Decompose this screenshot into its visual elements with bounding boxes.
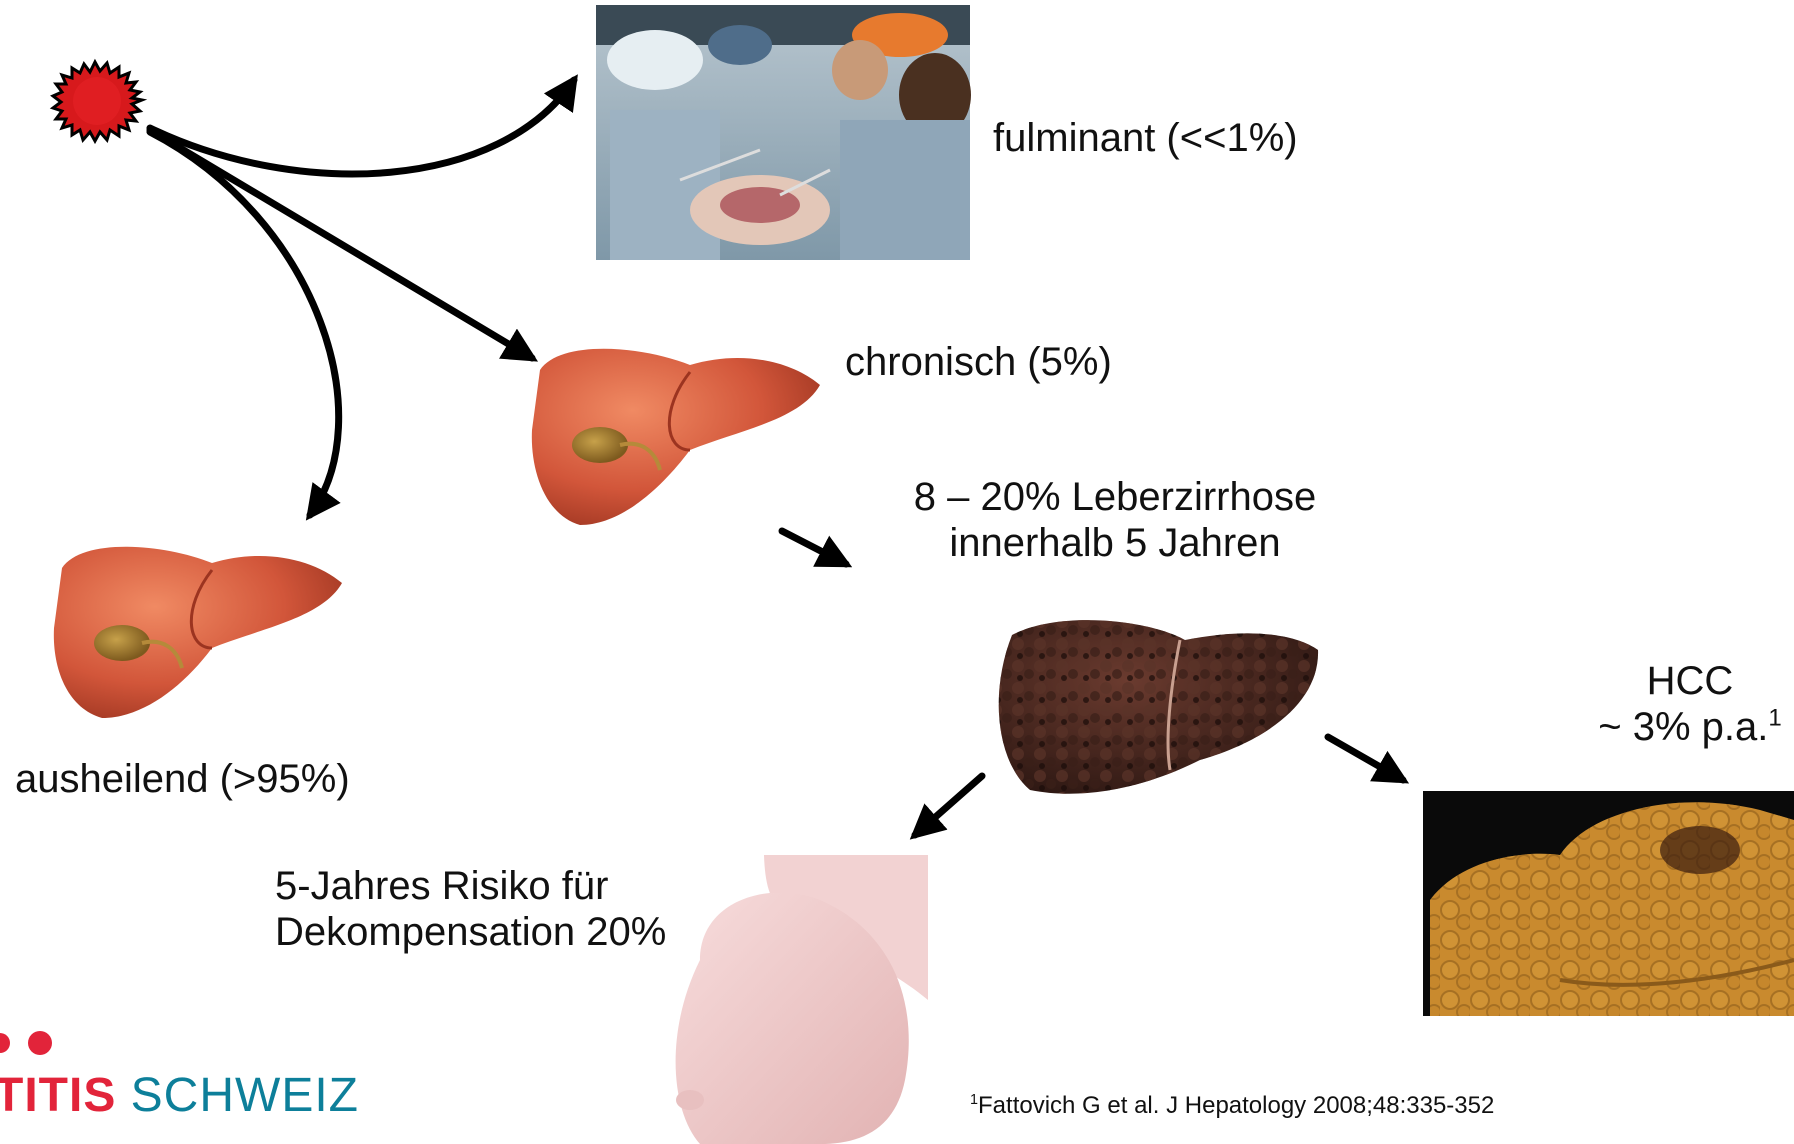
fulminant-label: fulminant (<<1%) bbox=[993, 115, 1298, 161]
footnote-marker: 1 bbox=[970, 1092, 978, 1108]
decompensation-label: 5-Jahres Risiko für Dekompensation 20% bbox=[275, 863, 666, 955]
chronic-label: chronisch (5%) bbox=[845, 339, 1112, 385]
footnote-text: Fattovich G et al. J Hepatology 2008;48:… bbox=[978, 1092, 1494, 1119]
ascites-abdomen-image bbox=[676, 855, 928, 1144]
decompensation-label-line2: Dekompensation 20% bbox=[275, 909, 666, 955]
hepatitis-schweiz-logo: TITIS SCHWEIZ bbox=[0, 1068, 359, 1123]
cirrhosis-label-line2: innerhalb 5 Jahren bbox=[880, 520, 1350, 566]
surgery-photo bbox=[596, 5, 971, 260]
logo-text-blue: SCHWEIZ bbox=[116, 1069, 359, 1122]
logo-text-red: TITIS bbox=[0, 1069, 116, 1122]
liver-chronic-image bbox=[532, 349, 820, 525]
hcc-specimen-image bbox=[1423, 791, 1794, 1016]
healing-label: ausheilend (>95%) bbox=[15, 756, 350, 802]
virus-icon bbox=[53, 62, 142, 141]
decompensation-label-line1: 5-Jahres Risiko für bbox=[275, 863, 666, 909]
cirrhosis-label-line1: 8 – 20% Leberzirrhose bbox=[880, 474, 1350, 520]
hcc-rate: ~ 3% p.a. bbox=[1598, 705, 1768, 749]
cirrhotic-liver-image bbox=[999, 620, 1318, 794]
arrow-to-fulminant bbox=[150, 80, 574, 174]
arrow-to-hcc bbox=[1328, 737, 1403, 780]
arrow-to-chronic bbox=[150, 130, 532, 358]
hcc-label-line2: ~ 3% p.a.1 bbox=[1580, 704, 1794, 750]
liver-healing-image bbox=[54, 547, 342, 718]
cirrhosis-label: 8 – 20% Leberzirrhose innerhalb 5 Jahren bbox=[880, 474, 1350, 566]
arrow-to-cirrhosis bbox=[782, 531, 846, 564]
hcc-ref-marker: 1 bbox=[1768, 705, 1781, 732]
hcc-label: HCC ~ 3% p.a.1 bbox=[1580, 658, 1794, 750]
arrow-to-decompensation bbox=[915, 776, 982, 835]
logo-dots bbox=[0, 1031, 52, 1055]
footnote: 1Fattovich G et al. J Hepatology 2008;48… bbox=[970, 1092, 1494, 1120]
hcc-label-line1: HCC bbox=[1580, 658, 1794, 704]
